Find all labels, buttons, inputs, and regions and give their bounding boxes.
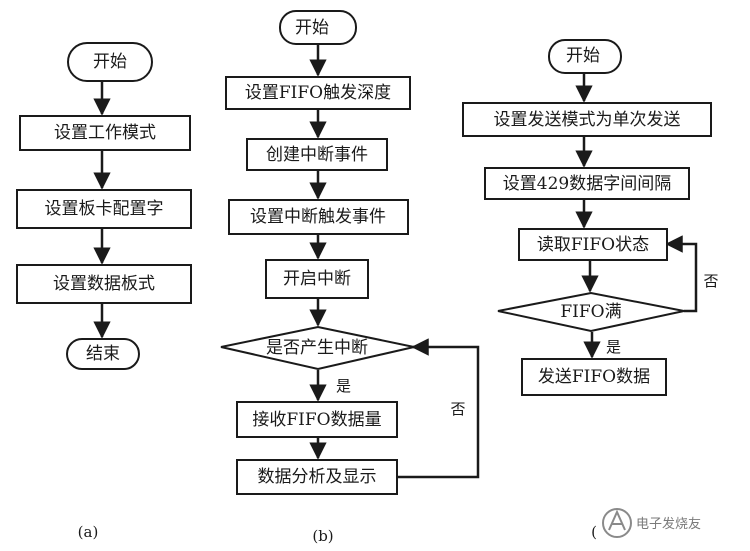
edge-c-loop-back bbox=[665, 235, 698, 313]
start-node-c bbox=[548, 39, 622, 74]
watermark: 电子发烧友 bbox=[602, 508, 701, 538]
decision-label-c: FIFO满 bbox=[560, 302, 621, 322]
step1-box-a bbox=[19, 115, 191, 151]
watermark-text: 电子发烧友 bbox=[636, 516, 701, 532]
step3-box-b bbox=[228, 199, 409, 235]
step4-box-c bbox=[521, 358, 667, 396]
start-label-a: 开始 bbox=[93, 52, 127, 72]
step6-box-b bbox=[236, 459, 398, 495]
step3-label-b: 设置中断触发事件 bbox=[250, 207, 386, 227]
step2-box-c bbox=[484, 167, 690, 200]
yes-label-b: 是 bbox=[336, 377, 351, 395]
start-node-b bbox=[279, 10, 357, 45]
step1-box-b bbox=[225, 76, 411, 110]
step4-label-c: 发送FIFO数据 bbox=[538, 367, 650, 387]
decision-diamond-b bbox=[220, 325, 415, 371]
start-node-a bbox=[67, 42, 153, 82]
caption-b: (b) bbox=[312, 527, 333, 545]
step3-box-a bbox=[16, 264, 192, 304]
step1-label-a: 设置工作模式 bbox=[54, 123, 156, 143]
step2-label-b: 创建中断事件 bbox=[266, 145, 368, 165]
end-label-a: 结束 bbox=[86, 344, 120, 364]
watermark-logo-icon bbox=[602, 508, 632, 538]
no-label-b: 否 bbox=[450, 400, 465, 418]
decision-label-b: 是否产生中断 bbox=[266, 338, 368, 358]
step5-box-b bbox=[236, 401, 398, 438]
start-label-b: 开始 bbox=[295, 18, 329, 38]
step1-label-b: 设置FIFO触发深度 bbox=[245, 83, 391, 103]
step2-box-b bbox=[246, 138, 388, 171]
edge-b-loop-back bbox=[397, 338, 480, 479]
step2-label-c: 设置429数据字间间隔 bbox=[503, 174, 671, 194]
caption-c: ( bbox=[591, 523, 597, 541]
step5-label-b: 接收FIFO数据量 bbox=[252, 410, 381, 430]
step2-label-a: 设置板卡配置字 bbox=[45, 199, 164, 219]
flowchart-a: 开始 设置工作模式 设置板卡配置字 设置数据板式 结束 (a) bbox=[16, 42, 192, 541]
decision-diamond-c bbox=[497, 291, 685, 333]
step1-box-c bbox=[462, 102, 712, 137]
start-label-c: 开始 bbox=[566, 46, 600, 66]
step3-label-a: 设置数据板式 bbox=[53, 274, 155, 294]
step4-box-b bbox=[265, 259, 369, 299]
step2-box-a bbox=[16, 189, 192, 229]
step4-label-b: 开启中断 bbox=[283, 269, 351, 289]
step6-label-b: 数据分析及显示 bbox=[258, 467, 377, 487]
no-label-c: 否 bbox=[703, 272, 718, 290]
step3-label-c: 读取FIFO状态 bbox=[537, 235, 649, 255]
step1-label-c: 设置发送模式为单次发送 bbox=[494, 110, 681, 130]
flowchart-b: 开始 设置FIFO触发深度 创建中断事件 设置中断触发事件 开启中断 是否产生中… bbox=[220, 10, 480, 545]
step3-box-c bbox=[518, 228, 668, 261]
caption-a: (a) bbox=[78, 523, 99, 541]
yes-label-c: 是 bbox=[606, 338, 621, 356]
flowchart-c: 开始 设置发送模式为单次发送 设置429数据字间间隔 读取FIFO状态 FIFO… bbox=[462, 39, 719, 541]
end-node-a bbox=[66, 338, 140, 370]
